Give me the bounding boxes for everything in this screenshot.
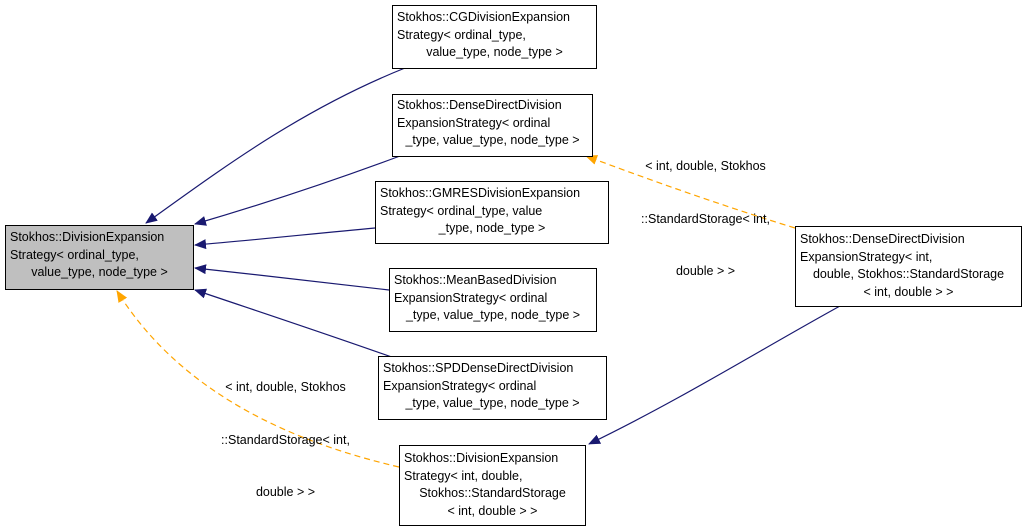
node-label-line: Stokhos::DivisionExpansion bbox=[10, 230, 165, 244]
edge-densedirect-to-base bbox=[194, 155, 401, 226]
edge-label-line: double > > bbox=[675, 264, 736, 278]
edge-label-line: < int, double, Stokhos bbox=[225, 380, 346, 394]
node-mean-based-division-expansion-strategy[interactable]: Stokhos::MeanBasedDivision ExpansionStra… bbox=[389, 268, 597, 332]
node-label-line: double, Stokhos::StandardStorage bbox=[812, 267, 1005, 281]
node-label-line: _type, value_type, node_type > bbox=[405, 133, 580, 147]
node-label-line: Stokhos::SPDDenseDirectDivision bbox=[383, 361, 574, 375]
node-label-line: Strategy< int, double, bbox=[404, 468, 523, 483]
edge-label-line: ::StandardStorage< int, bbox=[221, 432, 350, 447]
node-label-line: < int, double > > bbox=[863, 284, 954, 299]
node-label-line: _type, value_type, node_type > bbox=[405, 396, 580, 410]
edge-label-densedirect-template-args: < int, double, Stokhos ::StandardStorage… bbox=[623, 123, 788, 298]
edge-cg-to-base bbox=[145, 67, 406, 224]
node-label-line: < int, double > > bbox=[447, 503, 538, 518]
node-gmres-division-expansion-strategy[interactable]: Stokhos::GMRESDivisionExpansion Strategy… bbox=[375, 181, 609, 244]
edge-label-base-template-args: < int, double, Stokhos ::StandardStorage… bbox=[203, 344, 368, 519]
node-label-line: Stokhos::GMRESDivisionExpansion bbox=[380, 186, 581, 200]
node-label-line: Stokhos::CGDivisionExpansion bbox=[397, 10, 570, 24]
node-label-line: Stokhos::DivisionExpansion bbox=[404, 451, 559, 465]
node-cg-division-expansion-strategy[interactable]: Stokhos::CGDivisionExpansion Strategy< o… bbox=[392, 5, 597, 69]
node-division-expansion-strategy-base[interactable]: Stokhos::DivisionExpansion Strategy< ord… bbox=[5, 225, 194, 290]
node-label-line: Stokhos::DenseDirectDivision bbox=[397, 98, 562, 112]
node-label-line: Strategy< ordinal_type, bbox=[10, 247, 139, 262]
node-label-line: _type, value_type, node_type > bbox=[405, 308, 581, 322]
node-label-line: Stokhos::StandardStorage bbox=[419, 486, 566, 500]
edge-label-line: double > > bbox=[255, 485, 316, 499]
node-label-line: value_type, node_type > bbox=[426, 45, 563, 59]
node-label-line: ExpansionStrategy< int, bbox=[800, 249, 933, 264]
node-label-line: ExpansionStrategy< ordinal bbox=[394, 290, 548, 305]
node-label-line: Stokhos::DenseDirectDivision bbox=[800, 232, 965, 246]
node-label-line: Stokhos::MeanBasedDivision bbox=[394, 273, 557, 287]
node-label-line: Strategy< ordinal_type, bbox=[397, 27, 526, 42]
node-label-line: _type, node_type > bbox=[438, 221, 546, 235]
node-label-line: ExpansionStrategy< ordinal bbox=[397, 115, 551, 130]
edge-template-base bbox=[116, 290, 400, 468]
edge-template-densedirect bbox=[585, 155, 796, 229]
node-division-expansion-strategy-int[interactable]: Stokhos::DivisionExpansion Strategy< int… bbox=[399, 445, 586, 526]
node-dense-direct-division-expansion-strategy-int[interactable]: Stokhos::DenseDirectDivision ExpansionSt… bbox=[795, 226, 1022, 307]
node-spd-dense-direct-division-expansion-strategy[interactable]: Stokhos::SPDDenseDirectDivision Expansio… bbox=[378, 356, 607, 420]
edge-gmres-to-base bbox=[194, 227, 376, 250]
node-label-line: ExpansionStrategy< ordinal bbox=[383, 378, 537, 393]
edge-spd-to-base bbox=[194, 288, 401, 361]
node-label-line: value_type, node_type > bbox=[31, 265, 168, 279]
node-label-line: Strategy< ordinal_type, value bbox=[380, 203, 543, 218]
edge-densedirect-int-to-base-int bbox=[588, 305, 841, 445]
edge-label-line: < int, double, Stokhos bbox=[645, 159, 766, 173]
node-dense-direct-division-expansion-strategy[interactable]: Stokhos::DenseDirectDivision ExpansionSt… bbox=[392, 94, 593, 157]
edge-label-line: ::StandardStorage< int, bbox=[641, 211, 770, 226]
edge-meanbased-to-base bbox=[194, 264, 390, 291]
